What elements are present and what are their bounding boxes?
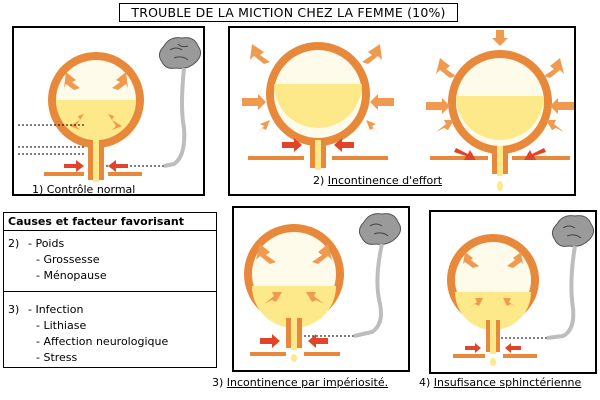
brain-icon — [158, 37, 202, 69]
brain-icon — [551, 215, 595, 247]
bladder-diagram-stress — [242, 30, 574, 191]
bladder-diagram-urge — [244, 213, 402, 362]
panel-urge-incontinence — [232, 206, 410, 372]
causes-group-2-num: 3) — [8, 303, 20, 316]
bladder-shape — [244, 224, 344, 362]
cause-item: - Lithiase — [36, 319, 87, 332]
caption-urge-num: 3) — [212, 376, 224, 389]
bladder-shape — [447, 234, 539, 366]
causes-header: Causes et facteur favorisant — [4, 213, 216, 231]
caption-sphincter-text: Insufisance sphinctérienne — [433, 376, 582, 389]
nerve-line — [163, 67, 187, 168]
causes-group-1: 2) - Poids - Grossesse - Ménopause — [4, 233, 216, 292]
caption-sphincter: 4) Insufisance sphinctérienne — [419, 376, 581, 389]
panel-normal-control: 1) Contrôle normal — [12, 26, 205, 196]
bladder-diagram-sphincter — [447, 215, 595, 366]
caption-stress-num: 2) — [313, 174, 325, 187]
bladder-shape — [48, 52, 144, 182]
pressure-arrows — [64, 72, 128, 130]
caption-urge: 3) Incontinence par impériosité. — [212, 376, 388, 389]
cause-item: - Stress — [36, 351, 78, 364]
caption-urge-text: Incontinence par impériosité. — [226, 376, 389, 389]
bladder-shape-a — [266, 42, 370, 170]
panel-sphincter-insufficiency — [429, 210, 597, 374]
caption-stress-text: Incontinence d'effort — [327, 174, 443, 187]
cause-item: - Affection neurologique — [36, 335, 169, 348]
cause-item: - Ménopause — [36, 269, 107, 282]
cause-item: - Infection — [28, 303, 84, 316]
cause-item: - Grossesse — [36, 253, 100, 266]
cause-item: - Poids — [28, 237, 65, 250]
bladder-shape-b — [448, 50, 552, 191]
leak-drop — [497, 181, 503, 191]
bladder-diagram-normal — [18, 37, 202, 182]
caption-normal: 1) Contrôle normal — [32, 183, 136, 196]
causes-box: Causes et facteur favorisant 2) - Poids … — [3, 212, 217, 368]
causes-group-1-num: 2) — [8, 237, 20, 250]
caption-sphincter-num: 4) — [419, 376, 431, 389]
brain-icon — [358, 213, 402, 245]
diagram-title: TROUBLE DE LA MICTION CHEZ LA FEMME (10%… — [119, 3, 458, 22]
panel-stress-incontinence: 2) Incontinence d'effort — [228, 26, 576, 196]
caption-stress: 2) Incontinence d'effort — [313, 174, 442, 187]
